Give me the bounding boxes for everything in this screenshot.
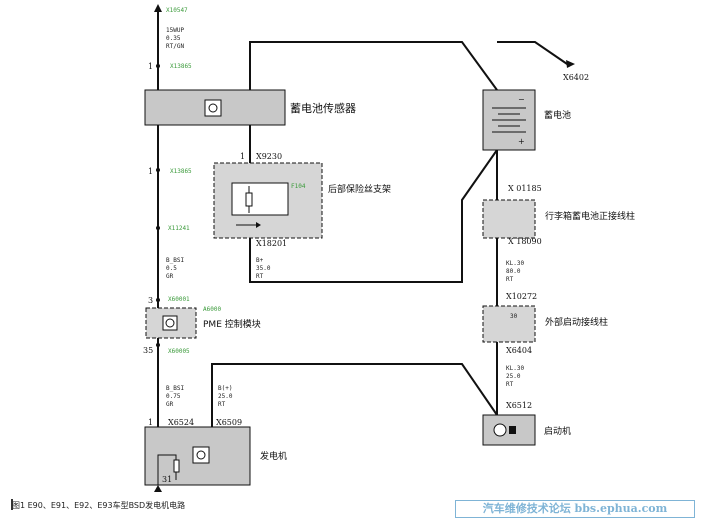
pin-1-top: 1 <box>148 62 153 71</box>
svg-text:RT: RT <box>506 381 514 388</box>
starter <box>482 414 536 446</box>
generator <box>144 426 251 492</box>
generator-icon <box>192 446 210 464</box>
pme-label: PME 控制模块 <box>203 318 261 330</box>
trunk-positive-post <box>482 199 536 239</box>
pin-3: 3 <box>148 296 153 305</box>
pin-1-x9230: 1 <box>240 152 245 161</box>
pin-1-mid: 1 <box>148 167 153 176</box>
figure-caption: 图1 E90、E91、E92、E93车型BSD发电机电路 <box>12 500 185 511</box>
battery-label: 蓄电池 <box>544 109 571 121</box>
ground-arrow-icon <box>154 485 162 492</box>
svg-text:B+: B+ <box>256 257 264 264</box>
resistor-icon <box>173 459 180 473</box>
external-start-post-label: 外部启动接线柱 <box>545 316 608 328</box>
external-start-post <box>482 305 536 343</box>
svg-text:RT: RT <box>256 273 264 280</box>
generator-label: 发电机 <box>260 450 287 462</box>
svg-text:35.0: 35.0 <box>256 265 271 272</box>
pin-35: 35 <box>143 346 153 355</box>
conn-x9230: X9230 <box>256 152 282 161</box>
svg-text:B_BSI: B_BSI <box>166 257 184 264</box>
conn-x60005: X60005 <box>168 348 190 355</box>
conn-x10547: X10547 <box>166 7 188 14</box>
arrow-up-icon <box>154 4 162 12</box>
wire-fuse-to-battery-return <box>249 149 498 283</box>
battery-plus-sign: + <box>518 137 525 146</box>
conn-x13865-top: X13865 <box>170 63 192 70</box>
pme-code-label: A6000 <box>203 306 221 313</box>
svg-text:15WUP: 15WUP <box>166 27 184 34</box>
conn-x10272: X10272 <box>506 292 537 301</box>
pme-module <box>145 307 197 339</box>
svg-text:KL.30: KL.30 <box>506 260 524 267</box>
battery-sensor <box>144 89 286 126</box>
pme-icon <box>162 315 178 331</box>
wire-spec-4: B_BSI 0.75 GR <box>166 385 184 408</box>
wire-sensor-to-battery-top <box>249 41 498 91</box>
conn-x01185: X 01185 <box>508 184 542 193</box>
conn-x60001: X60001 <box>168 296 190 303</box>
svg-text:80.0: 80.0 <box>506 268 521 275</box>
svg-text:KL.30: KL.30 <box>506 365 524 372</box>
svg-text:GR: GR <box>166 401 174 408</box>
svg-text:GR: GR <box>166 273 174 280</box>
site-watermark: 汽车维修技术论坛 bbs.ephua.com <box>455 500 695 518</box>
wire-spec-2: B_BSI 0.5 GR <box>166 257 184 280</box>
starter-label: 启动机 <box>544 425 571 437</box>
wire-spec-6: KL.30 80.0 RT <box>506 260 524 283</box>
conn-x6512: X6512 <box>506 401 532 410</box>
conn-x11241: X11241 <box>168 225 190 232</box>
battery: − + <box>482 89 536 151</box>
trunk-positive-post-label: 行李箱蓄电池正接线柱 <box>545 210 635 222</box>
svg-text:B_BSI: B_BSI <box>166 385 184 392</box>
fuse-id-label: F104 <box>291 183 306 190</box>
arrow-icon <box>566 60 575 68</box>
connection-dots <box>156 64 160 347</box>
external-start-post-number: 30 <box>510 313 518 320</box>
conn-x6404: X6404 <box>506 346 532 355</box>
pin-1-gen: 1 <box>148 418 153 427</box>
conn-x6402: X6402 <box>563 73 589 82</box>
wire-spec-5: B(+) 25.0 RT <box>218 385 233 408</box>
svg-text:25.0: 25.0 <box>506 373 521 380</box>
conn-x18090: X 18090 <box>508 237 542 246</box>
conn-x6509: X6509 <box>216 418 242 427</box>
wire-spec-1: 15WUP 0.35 RT/GN <box>166 27 184 50</box>
conn-x18201: X18201 <box>256 239 287 248</box>
svg-text:RT: RT <box>218 401 226 408</box>
conn-x13865-mid: X13865 <box>170 168 192 175</box>
svg-text:0.75: 0.75 <box>166 393 181 400</box>
battery-minus-sign: − <box>518 95 525 104</box>
connector-labels: X10547 X13865 X13865 X11241 X60001 X6000… <box>166 7 589 427</box>
wire-specs: 15WUP 0.35 RT/GN B_BSI 0.5 GR B+ 35.0 RT… <box>166 27 524 408</box>
wire-spec-3: B+ 35.0 RT <box>256 257 271 280</box>
wires <box>157 8 571 427</box>
conn-x6524: X6524 <box>168 418 194 427</box>
wire-battery-to-x6402 <box>497 41 571 67</box>
svg-text:RT/GN: RT/GN <box>166 43 184 50</box>
rear-fuse-holder <box>213 162 323 239</box>
svg-text:0.35: 0.35 <box>166 35 181 42</box>
motor-icon <box>493 423 507 437</box>
svg-text:B(+): B(+) <box>218 385 232 392</box>
svg-text:25.0: 25.0 <box>218 393 233 400</box>
wire-spec-7: KL.30 25.0 RT <box>506 365 524 388</box>
sensor-icon <box>204 99 222 117</box>
caption-bar <box>11 499 13 510</box>
battery-sensor-label: 蓄电池传感器 <box>290 102 356 115</box>
pin-31: 31 <box>162 475 172 484</box>
pin-numbers: 1 1 1 3 35 1 31 <box>143 62 245 484</box>
svg-text:0.5: 0.5 <box>166 265 177 272</box>
rear-fuse-holder-label: 后部保险丝支架 <box>328 183 391 195</box>
wire-generator-to-starter <box>211 363 498 427</box>
caption-text: 图1 E90、E91、E92、E93车型BSD发电机电路 <box>12 501 186 510</box>
svg-text:RT: RT <box>506 276 514 283</box>
fuse-icon <box>245 192 253 207</box>
